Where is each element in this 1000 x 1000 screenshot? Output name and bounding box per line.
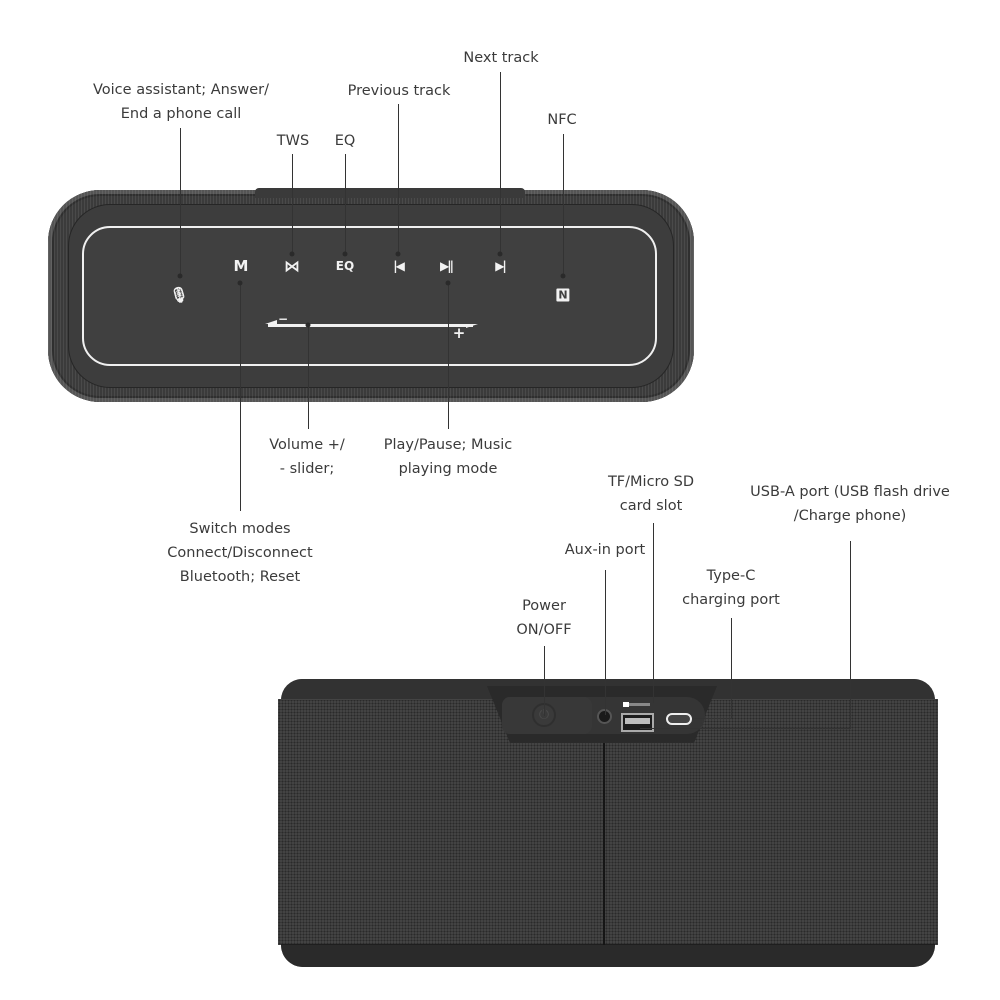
leader-dot [177,273,183,279]
leader-dot [342,251,348,257]
next-track-label: Next track [463,50,539,66]
leader-line-tws [292,154,293,254]
leader-line-typec-h [692,718,732,719]
typec-port[interactable] [666,713,692,725]
leader-dot [289,251,295,257]
leader-line-power [544,646,545,716]
label-line: Bluetooth; Reset [179,569,301,585]
microphone-icon[interactable]: 🎙 [169,286,189,304]
play-pause-label: Play/Pause; Music playing mode [384,433,513,481]
label-line: /Charge phone) [793,508,907,524]
leader-line-usba-h [640,728,851,729]
label-line: - slider; [279,461,335,477]
tf-card-label: TF/Micro SD card slot [608,470,694,518]
leader-dot [445,280,451,286]
leader-dot [560,273,566,279]
leader-line-volume [308,325,309,429]
tf-card-slot[interactable] [623,703,650,706]
label-line: Volume +/ [269,437,345,453]
leader-line-typec [731,618,732,718]
label-line: USB-A port (USB flash drive [750,484,950,500]
previous-track-label: Previous track [347,83,451,99]
label-line: card slot [619,498,683,514]
leader-line-mode [240,283,241,511]
tws-label: TWS [276,133,310,149]
label-line: Play/Pause; Music [383,437,513,453]
label-line: Voice assistant; Answer/ [92,82,270,98]
typec-label: Type-C charging port [682,564,780,612]
label-line: Power [522,598,566,614]
center-seam [603,737,605,945]
label-line: Type-C [706,568,756,584]
eq-label: EQ [334,133,356,149]
nfc-label: NFC [547,112,577,128]
voice-assistant-label: Voice assistant; Answer/ End a phone cal… [93,78,269,126]
top-ridge [255,188,525,198]
usb-a-label: USB-A port (USB flash drive /Charge phon… [750,480,950,528]
leader-dot [395,251,401,257]
leader-line-tf [653,523,654,703]
label-line: charging port [682,592,780,608]
label-line: End a phone call [120,106,242,122]
leader-line-play [448,283,449,429]
leader-dot [497,251,503,257]
touch-control-panel [82,226,657,366]
leader-line-voice [180,128,181,276]
play-pause-icon[interactable]: ▶|| [440,259,454,273]
volume-minus-icon[interactable]: − [277,312,289,326]
tf-slot-marker [623,702,629,707]
tws-icon[interactable]: ⋈ [284,256,300,276]
power-label: Power ON/OFF [516,594,571,642]
usb-a-tongue [625,718,650,724]
leader-line-usba [850,541,851,729]
leader-line-previous [398,104,399,254]
mode-button-icon[interactable]: M [233,257,249,275]
aux-in-label: Aux-in port [564,542,646,558]
leader-line-eq [345,154,346,254]
speaker-rear-view [278,679,938,967]
volume-slider-label: Volume +/ - slider; [269,433,345,481]
slider-left-tip [265,320,277,324]
previous-track-icon[interactable]: |◀ [393,259,405,273]
label-line: playing mode [398,461,498,477]
label-line: Switch modes [189,521,291,537]
eq-button-icon[interactable]: EQ [335,259,355,273]
label-line: ON/OFF [516,622,572,638]
leader-dot [305,322,311,328]
aux-in-port[interactable] [597,709,612,724]
switch-modes-label: Switch modes Connect/Disconnect Bluetoot… [167,517,312,589]
volume-slider[interactable] [268,324,473,327]
slider-right-tip [466,324,478,328]
leader-dot [237,280,243,286]
leader-line-next [500,72,501,254]
nfc-icon: N [556,288,570,302]
label-line: TF/Micro SD [607,474,695,490]
label-line: Connect/Disconnect [167,545,313,561]
leader-line-nfc [563,134,564,276]
next-track-icon[interactable]: ▶| [495,259,507,273]
bottom-cap [281,944,935,967]
leader-line-aux [605,570,606,715]
volume-plus-icon[interactable]: + [452,324,466,342]
